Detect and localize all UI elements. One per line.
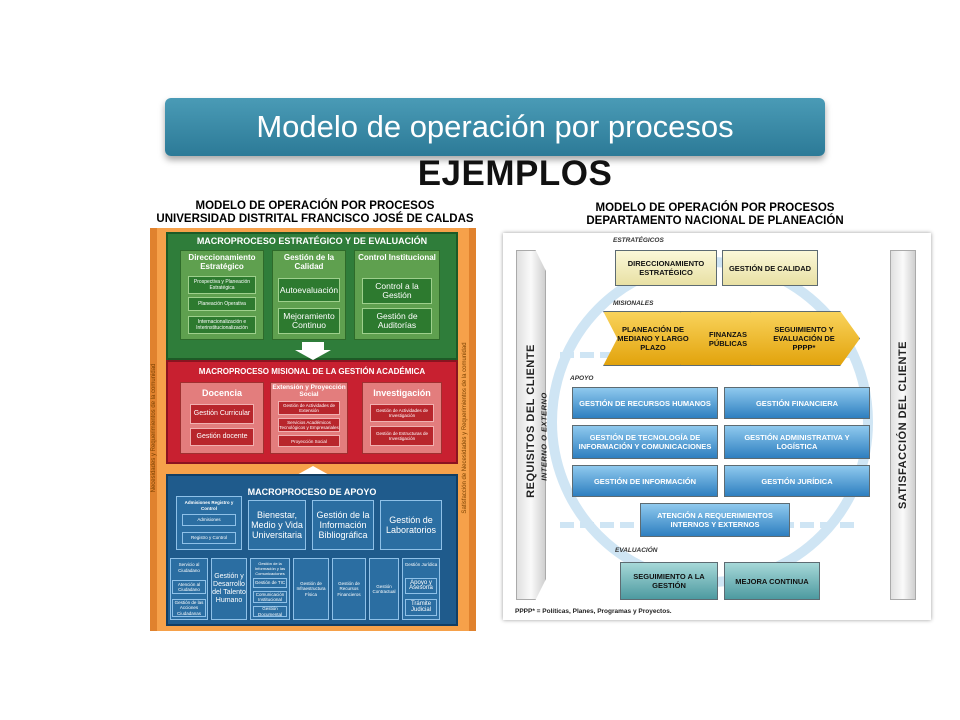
process-box: Gestión de TIC — [253, 578, 287, 588]
mission-col-title: Extensión y Proyección Social — [272, 384, 346, 398]
process-box: MEJORA CONTINUA — [724, 562, 820, 600]
process-box: Servicios Académicos Tecnológicos y Empr… — [278, 418, 340, 432]
process-box: Bienestar, Medio y Vida Universitaria — [248, 500, 306, 550]
process-box: GESTIÓN FINANCIERA — [724, 387, 870, 419]
strategic-col-title: Direccionamiento Estratégico — [188, 253, 256, 271]
process-box: Gestión de Auditorías — [362, 308, 432, 334]
process-box: GESTIÓN DE TECNOLOGÍA DE INFORMACIÓN Y C… — [572, 425, 718, 459]
process-box: Gestión de Infraestructura Física — [293, 558, 329, 620]
left-frame-edge — [150, 228, 157, 631]
client-requirements-sublabel: INTERNO O EXTERNO — [539, 392, 549, 481]
strategic-title: MACROPROCESO ESTRATÉGICO Y DE EVALUACIÓN — [196, 236, 428, 246]
section-evaluation-label: EVALUACIÓN — [615, 547, 658, 554]
process-box: Admisiones — [182, 514, 236, 526]
admissions-title: Admisiones Registro y Control — [184, 500, 234, 511]
mission-col-title: Docencia — [201, 388, 243, 398]
process-box: Comunicación Institucional — [253, 591, 287, 603]
process-box: Atención al Ciudadano — [172, 580, 206, 594]
right-caption-line1: MODELO DE OPERACIÓN POR PROCESOS — [595, 202, 835, 214]
process-box: DIRECCIONAMIENTO ESTRATÉGICO — [615, 250, 717, 286]
process-box: Autoevaluación — [278, 278, 340, 302]
process-box: Gestión de Laboratorios — [380, 500, 442, 550]
process-box: Prospectiva y Planeación Estratégica — [188, 276, 256, 294]
down-arrow-head-icon — [295, 350, 331, 360]
legal-title: Gestión Jurídica — [404, 562, 438, 567]
process-box: Gestión de Estructuras de Investigación — [370, 426, 434, 446]
process-box: Gestión de Actividades de Investigación — [370, 404, 434, 422]
process-box: Internacionalización e Interinstituciona… — [188, 316, 256, 334]
process-box: Apoyo y Asesoría — [405, 578, 437, 594]
left-figure-caption: MODELO DE OPERACIÓN POR PROCESOS UNIVERS… — [150, 200, 480, 226]
process-box: Proyección Social — [278, 435, 340, 447]
client-satisfaction-label: SATISFACCIÓN DEL CLIENTE — [897, 340, 909, 510]
process-box: GESTIÓN DE CALIDAD — [722, 250, 818, 286]
client-requirements-label: REQUISITOS DEL CLIENTE — [525, 344, 537, 498]
section-support-label: APOYO — [570, 375, 594, 382]
process-box: Registro y Control — [182, 532, 236, 544]
process-box: Gestión de Actividades de Extensión — [278, 401, 340, 415]
process-box: Gestión Curricular — [190, 404, 254, 424]
process-box: Gestión docente — [190, 428, 254, 446]
mission-col-title: Investigación — [373, 388, 431, 398]
process-box: Planeación Operativa — [188, 297, 256, 311]
flow-circle — [547, 257, 873, 587]
strategic-col-title: Gestión de la Calidad — [283, 253, 335, 271]
process-box: GESTIÓN DE RECURSOS HUMANOS — [572, 387, 718, 419]
support-title: MACROPROCESO DE APOYO — [247, 487, 377, 497]
process-box: Trámite Judicial — [405, 599, 437, 616]
left-side-text: Necesidades y Requerimientos de la comun… — [151, 363, 157, 493]
citizen-title: Servicio al Ciudadano — [178, 562, 200, 573]
process-box: Gestión Contractual — [369, 558, 399, 620]
section-missional-label: MISIONALES — [613, 300, 654, 307]
slide-title-banner: Modelo de operación por procesos — [165, 98, 825, 156]
process-box: GESTIÓN ADMINISTRATIVA Y LOGÍSTICA — [724, 425, 870, 459]
right-side-text: Satisfacción de Necesidades y Requerimie… — [462, 342, 468, 514]
client-requirements-bar — [516, 250, 546, 600]
left-caption-line2: UNIVERSIDAD DISTRITAL FRANCISCO JOSÉ DE … — [156, 213, 474, 225]
footnote: PPPP* = Políticas, Planes, Programas y P… — [515, 608, 672, 615]
examples-heading: EJEMPLOS — [417, 154, 613, 193]
process-box: Gestión y Desarrollo del Talento Humano — [211, 558, 247, 620]
process-box: GESTIÓN JURÍDICA — [724, 465, 870, 497]
client-satisfaction-bar — [890, 250, 916, 600]
down-arrow-icon — [302, 342, 324, 350]
info-comm-title: Gestión de la Información y las Comunica… — [254, 561, 286, 576]
right-figure-caption: MODELO DE OPERACIÓN POR PROCESOS DEPARTA… — [560, 202, 870, 228]
slide-title: Modelo de operación por procesos — [256, 109, 734, 144]
process-box: Gestión de las Acciones Ciudadanas — [172, 599, 206, 617]
strategic-col-title: Control Institucional — [358, 253, 436, 262]
left-caption-line1: MODELO DE OPERACIÓN POR PROCESOS — [195, 200, 435, 212]
section-strategic-label: ESTRATÉGICOS — [613, 237, 664, 244]
process-box: Gestión de la Información Bibliográfica — [312, 500, 374, 550]
process-box: Gestión de Recursos Financieros — [332, 558, 366, 620]
right-caption-line2: DEPARTAMENTO NACIONAL DE PLANEACIÓN — [586, 215, 844, 227]
process-box: ATENCIÓN A REQUERIMIENTOS INTERNOS Y EXT… — [640, 503, 790, 537]
process-chevron: SEGUIMIENTO Y EVALUACIÓN DE PPPP* — [750, 311, 860, 366]
mission-title: MACROPROCESO MISIONAL DE LA GESTIÓN ACAD… — [198, 367, 426, 376]
right-frame-edge — [469, 228, 476, 631]
process-box: SEGUIMIENTO A LA GESTIÓN — [620, 562, 718, 600]
process-box: Control a la Gestión — [362, 278, 432, 304]
process-box: Mejoramiento Continuo — [278, 308, 340, 334]
process-box: Gestión Documental — [253, 606, 287, 617]
up-arrow-head-icon — [295, 466, 331, 476]
process-box: GESTIÓN DE INFORMACIÓN — [572, 465, 718, 497]
